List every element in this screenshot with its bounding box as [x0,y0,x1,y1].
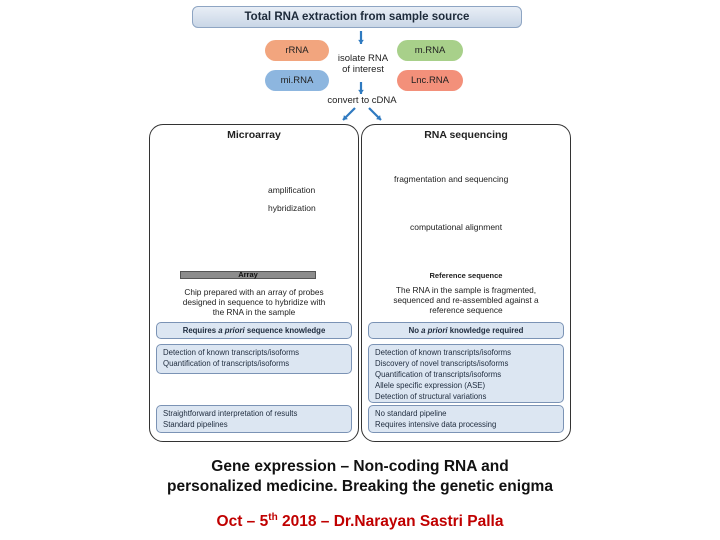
reference-label: Reference sequence [429,271,503,280]
microarray-cap-2: Quantification of transcripts/isoforms [163,359,290,368]
microarray-notes: Straightforward interpretation of result… [156,405,352,433]
rna-diagram: Total RNA extraction from sample source … [147,0,573,455]
slide-caption: Gene expression – Non-coding RNA and per… [100,457,620,497]
slide-footer: Oct – 5th 2018 – Dr.Narayan Sastri Palla [150,511,570,531]
rnaseq-cap-1: Detection of known transcripts/isoforms [375,348,512,357]
microarray-req-em: a priori [218,326,245,335]
microarray-requirement: Requires a priori sequence knowledge [156,322,352,339]
arrow-to-microarray [342,107,356,121]
rnaseq-cap-2: Discovery of novel transcripts/isoforms [375,359,509,368]
footer-sup: th [268,511,278,523]
fragmentation-label: fragmentation and sequencing [394,174,509,184]
microarray-desc-line-1: Chip prepared with an array of probes [184,287,324,297]
amplification-label: amplification [268,185,316,195]
rnaseq-cap-4: Allele specific expression (ASE) [375,381,486,390]
isolate-line-1: isolate RNA [337,53,389,64]
mirna-pill: mi.RNA [265,70,329,91]
microarray-desc-line-3: the RNA in the sample [212,307,296,317]
rnaseq-requirement: No a priori knowledge required [368,322,564,339]
lncrna-pill: Lnc.RNA [397,70,463,91]
footer-post: 2018 – Dr.Narayan Sastri Palla [277,513,504,530]
rnaseq-req-post: knowledge required [447,326,524,335]
rnaseq-desc-line-2: sequenced and re-assembled against a [393,295,539,305]
rnaseq-panel: RNA sequencing fragmentation and sequenc… [361,124,571,442]
rnaseq-req-pre: No [408,326,422,335]
rnaseq-title: RNA sequencing [424,129,508,141]
rnaseq-req-em: a priori [421,326,448,335]
footer-pre: Oct – 5 [216,513,269,530]
arrow-isolate [358,31,364,44]
alignment-label: computational alignment [410,222,503,232]
microarray-req-post: sequence knowledge [244,326,326,335]
rnaseq-description: The RNA in the sample is fragmented, seq… [370,285,562,315]
caption-line-2: personalized medicine. Breaking the gene… [167,478,553,495]
rnaseq-desc-line-3: reference sequence [429,305,503,315]
microarray-req-pre: Requires [182,326,219,335]
isolate-line-2: of interest [342,64,384,75]
microarray-panel: Microarray amplification hybridization A… [149,124,359,442]
rnaseq-capabilities: Detection of known transcripts/isoforms … [368,344,564,403]
rnaseq-cap-3: Quantification of transcripts/isoforms [375,370,502,379]
rnaseq-cap-5: Detection of structural variations [375,392,487,401]
caption-line-1: Gene expression – Non-coding RNA and [211,458,509,475]
arrow-to-rnaseq [368,107,382,121]
microarray-note-2: Standard pipelines [163,420,228,429]
rnaseq-note-2: Requires intensive data processing [375,420,497,429]
hybridization-label: hybridization [268,203,316,213]
microarray-desc-line-2: designed in sequence to hybridize with [182,297,326,307]
rnaseq-desc-line-1: The RNA in the sample is fragmented, [395,285,537,295]
convert-label: convert to cDNA [327,95,397,106]
microarray-note-1: Straightforward interpretation of result… [163,409,298,418]
isolate-label: isolate RNA of interest [330,53,396,75]
arrow-convert [358,82,364,94]
microarray-capabilities: Detection of known transcripts/isoforms … [156,344,352,374]
microarray-description: Chip prepared with an array of probes de… [158,287,350,317]
microarray-cap-1: Detection of known transcripts/isoforms [163,348,300,357]
rrna-pill: rRNA [265,40,329,61]
rnaseq-note-1: No standard pipeline [375,409,447,418]
diagram-title: Total RNA extraction from sample source [192,6,522,28]
mrna-pill: m.RNA [397,40,463,61]
microarray-title: Microarray [227,129,281,141]
rnaseq-notes: No standard pipeline Requires intensive … [368,405,564,433]
array-chip: Array [180,271,316,279]
